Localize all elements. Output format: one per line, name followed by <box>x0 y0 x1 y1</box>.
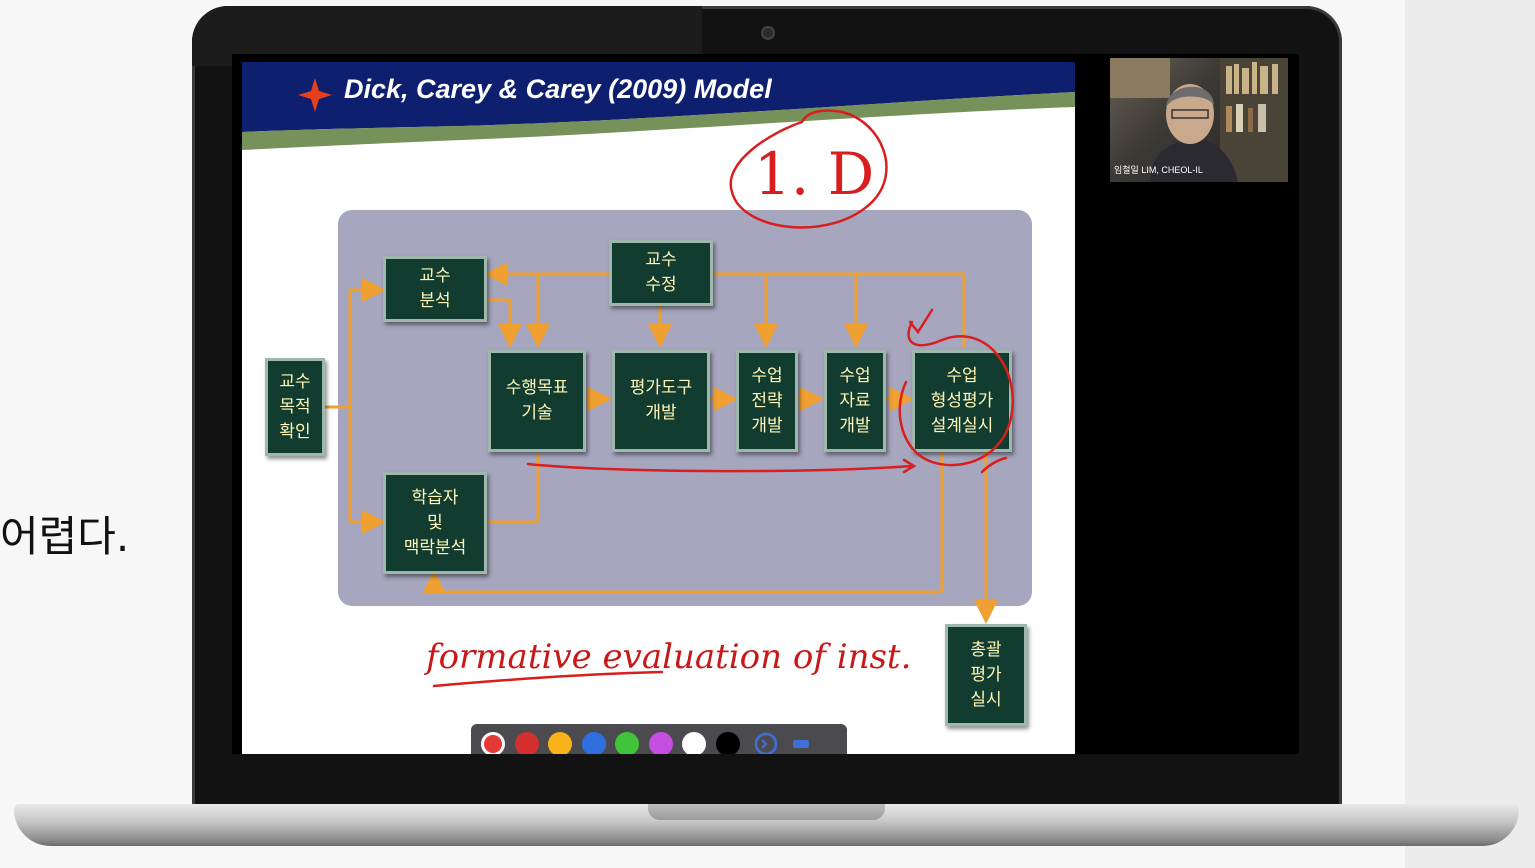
box-instructional-materials: 수업 자료 개발 <box>824 350 886 452</box>
color-swatch-yellow[interactable] <box>548 732 572 754</box>
slide-title: Dick, Carey & Carey (2009) Model <box>344 74 772 104</box>
slide-header-banner <box>242 62 1075 154</box>
background-panel-right <box>1405 0 1535 868</box>
camera-icon <box>761 26 775 40</box>
shared-slide: Dick, Carey & Carey (2009) Model <box>242 62 1075 754</box>
bookshelf-background <box>1110 58 1288 182</box>
box-summative-evaluation: 총괄 평가 실시 <box>945 624 1027 726</box>
color-swatch-black[interactable] <box>715 732 740 754</box>
box-instructional-analysis: 교수 분석 <box>383 256 487 322</box>
box-assessment-instruments: 평가도구 개발 <box>612 350 710 452</box>
box-goal-identification: 교수 목적 확인 <box>265 358 325 456</box>
handwriting-annotation: formative evaluation of inst. <box>423 637 911 677</box>
color-swatch-red[interactable] <box>514 732 539 754</box>
background-text: 어렵다. <box>0 512 130 561</box>
color-swatch-white[interactable] <box>682 732 706 754</box>
box-performance-objectives: 수행목표 기술 <box>488 350 586 452</box>
box-revise-instruction: 교수 수정 <box>609 240 713 306</box>
box-learner-context-analysis: 학습자 및 맥락분석 <box>383 472 487 574</box>
video-call-screen: Dick, Carey & Carey (2009) Model <box>232 54 1299 754</box>
color-swatch-purple[interactable] <box>648 732 673 754</box>
laptop-base-notch <box>648 804 885 820</box>
laptop-base <box>14 804 1519 846</box>
undo-icon[interactable] <box>753 731 779 754</box>
color-swatch-red-record[interactable] <box>481 732 505 754</box>
circle-annotation-text: 1. D <box>754 140 874 208</box>
color-swatch-blue[interactable] <box>581 732 606 754</box>
annotation-toolbar[interactable] <box>471 724 847 754</box>
box-instructional-strategy: 수업 전략 개발 <box>736 350 798 452</box>
box-formative-evaluation: 수업 형성평가 설계실시 <box>912 350 1012 452</box>
flow-arrows <box>324 262 998 624</box>
star-icon <box>298 78 332 112</box>
participant-name: 임철일 LIM, CHEOL-IL <box>1114 165 1203 175</box>
laptop-lid: Dick, Carey & Carey (2009) Model <box>192 6 1342 812</box>
eraser-icon[interactable] <box>791 737 811 751</box>
participant-video[interactable]: 임철일 LIM, CHEOL-IL <box>1110 58 1288 182</box>
pen-annotations: 1. D formative evaluation of inst. <box>423 109 1014 688</box>
color-swatch-green[interactable] <box>615 732 639 754</box>
